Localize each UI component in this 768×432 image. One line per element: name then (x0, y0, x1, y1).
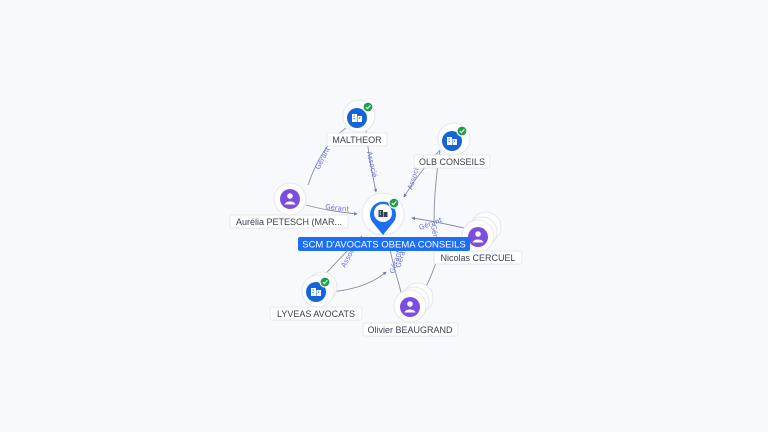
node-lyveas-avocats[interactable]: LYVEAS AVOCATS (269, 271, 363, 321)
verified-badge-icon (319, 276, 331, 288)
edge-label: Associé (365, 151, 378, 179)
node-label: LYVEAS AVOCATS (277, 309, 355, 319)
node-aurelia-petesch[interactable]: Aurélia PETESCH (MAR... (229, 182, 349, 229)
building-icon (352, 114, 362, 122)
node-label: OLB CONSEILS (419, 157, 485, 167)
center-node-label: SCM D'AVOCATS OBEMA CONSEILS (302, 240, 466, 251)
node-nicolas-cercuel[interactable]: Nicolas CERCUEL (433, 211, 523, 265)
node-label: Olivier BEAUGRAND (367, 325, 453, 335)
verified-badge-icon (362, 101, 374, 113)
node-label: Aurélia PETESCH (MAR... (236, 217, 342, 227)
edge-nicolas-center (411, 216, 465, 229)
edge-olb-center (403, 149, 441, 198)
building-icon (311, 288, 321, 296)
edge-lyveas-olivier (329, 271, 387, 293)
person-icon (284, 193, 296, 205)
edge-aurelia-center (305, 204, 358, 216)
person-node (400, 297, 420, 317)
node-maltheor[interactable]: MALTHEOR (326, 99, 388, 147)
verified-badge-icon (456, 125, 468, 137)
edge-label: Gérant (314, 146, 332, 171)
person-node (280, 189, 300, 209)
person-node (468, 227, 488, 247)
node-label: MALTHEOR (332, 135, 382, 145)
building-icon (378, 210, 388, 217)
verified-badge-icon (388, 197, 400, 209)
person-icon (472, 231, 484, 243)
building-icon (447, 137, 457, 145)
node-center-company[interactable]: SCM D'AVOCATS OBEMA CONSEILS (298, 192, 470, 251)
edge-maltheor-aurelia (307, 127, 347, 186)
node-olivier-beaugrand[interactable]: Olivier BEAUGRAND (362, 282, 459, 337)
edge-label: Gérant (325, 203, 350, 213)
node-olb-conseils[interactable]: OLB CONSEILS (413, 122, 491, 169)
person-icon (404, 301, 416, 313)
node-label: Nicolas CERCUEL (440, 253, 515, 263)
